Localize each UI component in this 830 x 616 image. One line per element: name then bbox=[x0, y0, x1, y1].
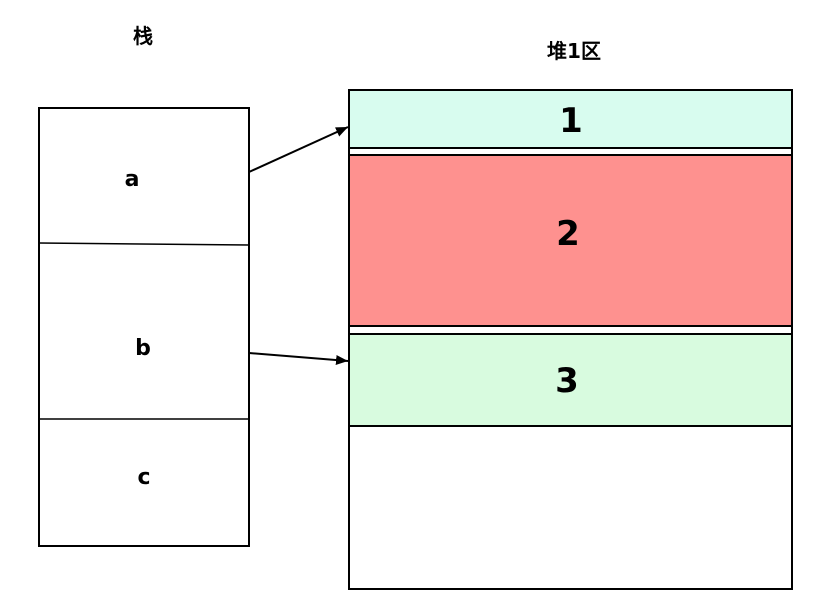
heap-block-3 bbox=[348, 333, 793, 427]
heap-block-1 bbox=[348, 89, 793, 149]
heap-block-label-2: 2 bbox=[556, 214, 580, 254]
stack-title: 栈 bbox=[133, 24, 153, 48]
heap-title: 堆1区 bbox=[547, 39, 601, 63]
pointer-arrow-a-to-block-1 bbox=[248, 126, 349, 173]
stack-variable-c: c bbox=[137, 465, 150, 490]
heap-block-2 bbox=[348, 154, 793, 327]
heap-block-label-3: 3 bbox=[555, 361, 579, 401]
stack-outline bbox=[38, 107, 250, 547]
heap-region: 1 2 3 bbox=[348, 89, 793, 590]
stack-variable-a: a bbox=[125, 167, 140, 192]
pointer-arrow-b-to-block-3 bbox=[248, 352, 349, 366]
stack-variable-b: b bbox=[135, 336, 151, 361]
stack-frame: a b c bbox=[38, 107, 250, 547]
heap-block-label-1: 1 bbox=[559, 101, 583, 141]
stack-divider bbox=[38, 242, 250, 246]
